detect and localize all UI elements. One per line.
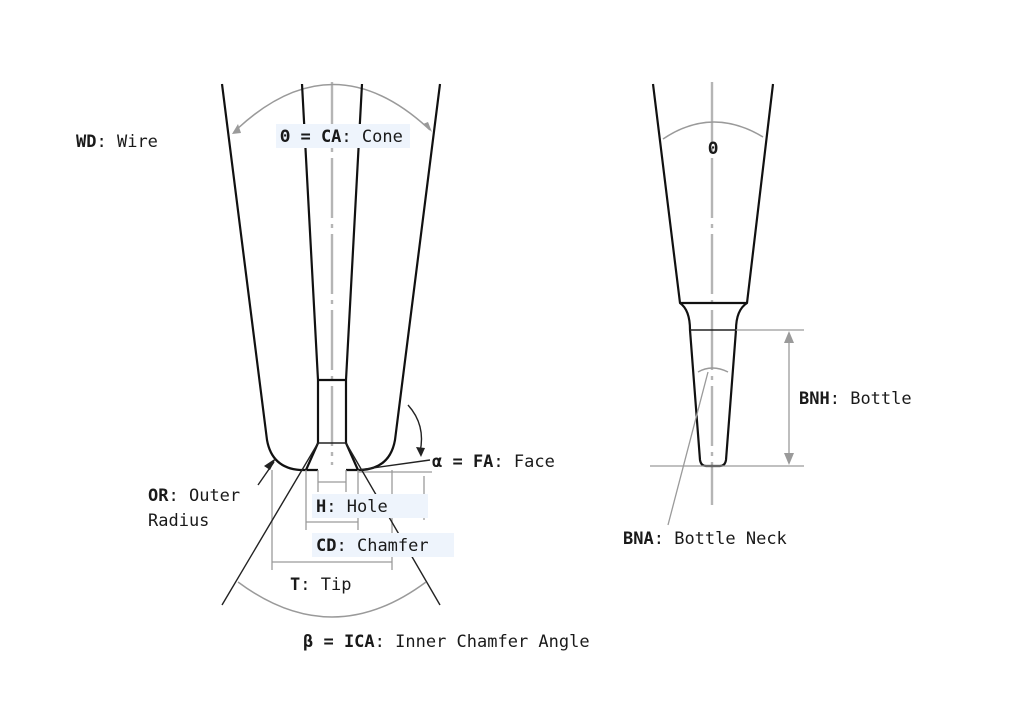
- label-tip: T: Tip: [290, 575, 351, 595]
- face-angle-arc: [407, 404, 423, 453]
- bottleneck-drawing: [650, 82, 804, 526]
- cone-arc-arrow-right: [423, 122, 432, 132]
- label-inner-chamfer-angle: β = ICA: Inner Chamfer Angle: [303, 632, 590, 652]
- label-bottle-neck: BNA: Bottle Neck: [623, 529, 787, 549]
- label-hole: H: Hole: [316, 497, 388, 517]
- ica-ext-right: [345, 442, 441, 606]
- hole-label-highlight: [312, 494, 428, 518]
- tip-outer-left: [220, 83, 318, 472]
- bottleneck-cone-body: [651, 83, 775, 305]
- cone-angle-arc: [233, 83, 431, 133]
- label-face: α = FA: Face: [432, 452, 555, 472]
- capillary-tip-drawing: [220, 82, 442, 618]
- bnh-arrow-top: [784, 331, 794, 343]
- face-line: [357, 459, 431, 471]
- ica-ext-left: [221, 442, 319, 606]
- bnh-arrow-bottom: [784, 453, 794, 465]
- bottleneck-cone-arc: [662, 121, 764, 140]
- label-bottle: BNH: Bottle: [799, 389, 912, 409]
- chamfer-label-highlight: [312, 533, 454, 557]
- label-theta: Θ: [708, 139, 718, 159]
- label-outer-radius: OR: Outer: [148, 486, 240, 506]
- bna-leader: [667, 371, 709, 526]
- cone-label-highlight: [276, 124, 410, 148]
- label-cone: Θ = CA: Cone: [280, 127, 403, 147]
- label-outer-radius-line2: Radius: [148, 511, 209, 531]
- face-arc-arrow: [416, 447, 425, 457]
- label-chamfer: CD: Chamfer: [316, 536, 429, 556]
- ica-angle-arc: [237, 581, 427, 618]
- cone-arc-arrow-left: [232, 124, 241, 134]
- or-leader-arrow: [264, 458, 276, 470]
- bna-angle-arc: [697, 367, 729, 373]
- label-wire: WD: Wire: [76, 132, 158, 152]
